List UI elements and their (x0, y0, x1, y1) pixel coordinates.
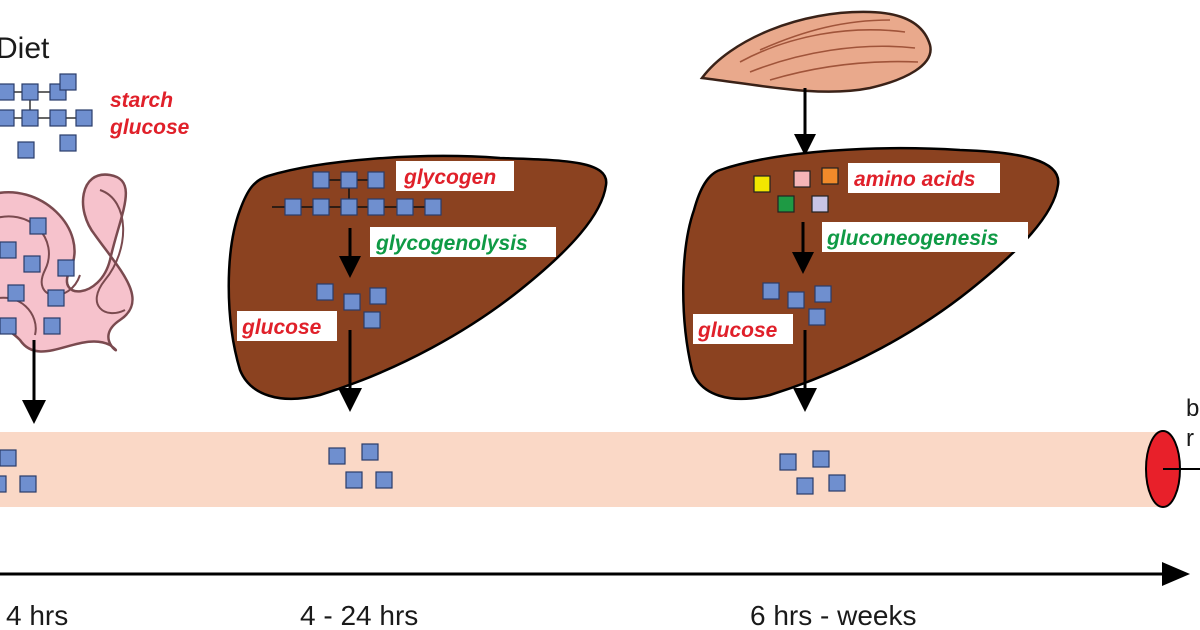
liver1-release-arrowhead (338, 388, 362, 412)
amino-acids-label: amino acids (854, 168, 975, 191)
diet-absorption-arrowhead (22, 400, 46, 424)
amino-acids-label-box (848, 163, 1000, 193)
glucose-liver1-label: glucose (241, 316, 322, 339)
timeline-phase-2: 4 - 24 hrs (300, 600, 418, 630)
edge-label-r: r (1186, 425, 1194, 452)
starch-label: starch (110, 89, 173, 112)
glucose-liver2-label-box (693, 314, 793, 344)
diet-label: Diet (0, 32, 50, 65)
gluconeogenesis-label-box (822, 222, 1028, 252)
blood-vessel (0, 432, 1165, 507)
amino-acid-green (777, 195, 795, 213)
timeline-phase-1: 4 hrs (6, 600, 68, 630)
liver-glycogenolysis (227, 154, 608, 400)
starch-chain (0, 73, 93, 159)
gluconeogenesis-arrowhead (792, 252, 814, 274)
amino-acid-lavender (811, 195, 829, 213)
glycogenolysis-label-box (370, 227, 556, 257)
muscle (699, 10, 932, 93)
glycogen-chain (272, 171, 442, 216)
amino-acid-pink (793, 170, 811, 188)
amino-acid-squares (753, 167, 839, 213)
timeline-phase-3: 6 hrs - weeks (750, 600, 917, 630)
amino-acid-yellow (753, 175, 771, 193)
edge-label-b: b (1186, 395, 1199, 422)
glycogenolysis-label: glycogenolysis (375, 232, 528, 255)
liver2-release-arrowhead (793, 388, 817, 412)
amino-acid-orange (821, 167, 839, 185)
glycogen-label-box (396, 161, 514, 191)
time-axis-arrowhead (1162, 562, 1190, 586)
glycogen-label: glycogen (403, 166, 496, 189)
glucose-liver2-label: glucose (697, 319, 778, 342)
gluconeogenesis-label: gluconeogenesis (826, 227, 999, 250)
muscle-to-liver-arrowhead (794, 134, 816, 156)
glucose-liver1-label-box (237, 311, 337, 341)
glycogenolysis-arrowhead (339, 256, 361, 278)
glucose-diet-label: glucose (109, 116, 190, 139)
